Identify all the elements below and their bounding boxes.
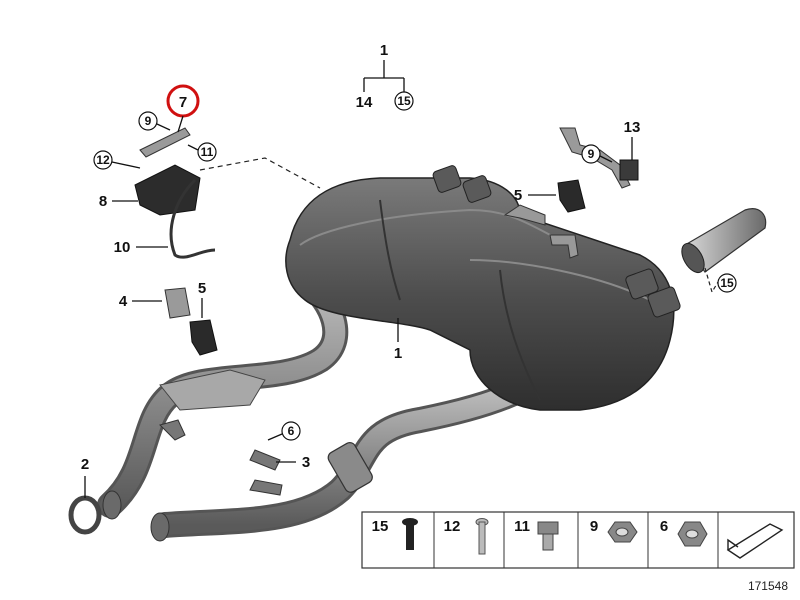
dashed-link-tip	[704, 267, 719, 294]
nut-6-icon	[677, 521, 708, 547]
callout-2: 2	[81, 456, 89, 473]
heat-shield	[159, 369, 266, 411]
bolt-11-icon	[537, 521, 559, 551]
callout-9-left: 9	[145, 114, 152, 128]
callout-7: 7	[179, 94, 187, 111]
tailpipe-tip	[681, 208, 767, 274]
dashed-link-hanger	[199, 157, 321, 189]
callout-3: 3	[302, 454, 310, 471]
legend-label-15: 15	[372, 518, 389, 535]
callout-4: 4	[119, 293, 128, 310]
callout-12-left: 12	[96, 153, 110, 167]
callout-9-left-circle	[138, 111, 158, 131]
callout-1-top: 1	[380, 42, 388, 59]
callout-10: 10	[114, 239, 131, 256]
nut-9-icon	[607, 521, 638, 543]
callout-8: 8	[99, 193, 107, 210]
pipe-hanger-left	[159, 419, 186, 441]
pipe-end-left	[102, 490, 122, 520]
bolt-12-icon	[475, 518, 489, 555]
legend-label-9: 9	[590, 518, 598, 535]
document-number: 171548	[748, 579, 788, 593]
callout-15-top: 15	[397, 94, 411, 108]
callout-12-left-circle	[93, 150, 113, 170]
hanger-mount-part-8	[134, 164, 201, 216]
muffler-bracket-lower	[549, 234, 579, 259]
ground-strap-part-10	[169, 178, 216, 259]
callout-15-right: 15	[720, 276, 734, 290]
callout-11-left: 11	[201, 145, 214, 159]
flex-joint	[327, 442, 373, 493]
callout-15-top-circle	[394, 91, 414, 111]
strap-part-7	[139, 127, 191, 158]
callout-5-right: 5	[514, 187, 522, 204]
rubber-mount-right	[557, 179, 586, 213]
fastener-legend: 15 12 11 9 6	[361, 511, 795, 569]
leader-9-left	[156, 123, 171, 131]
callout-14: 14	[356, 94, 373, 111]
clamp	[68, 495, 102, 535]
bracket-4	[164, 287, 191, 319]
callout-11-left-circle	[197, 142, 217, 162]
exhaust-outlets-upper	[432, 165, 492, 203]
pipe-hanger-6	[249, 479, 283, 496]
pipe-hanger-3	[249, 449, 281, 471]
bolt-15-icon	[402, 518, 418, 550]
callout-9-right: 9	[588, 147, 595, 161]
callout-6: 6	[288, 424, 295, 438]
callout-6-circle	[281, 421, 301, 441]
callout-5-left: 5	[198, 280, 206, 297]
leader-12-left	[111, 161, 141, 169]
leader-6	[267, 433, 283, 441]
rear-muffler	[285, 177, 675, 411]
leader-11-left	[187, 144, 199, 151]
arrow-symbol-icon	[726, 523, 784, 559]
legend-label-6: 6	[660, 518, 668, 535]
pipe-end-right	[150, 512, 170, 542]
leader-1-top	[363, 60, 405, 92]
callout-13: 13	[624, 119, 641, 136]
leader-9-right	[599, 155, 613, 163]
legend-label-11: 11	[514, 518, 530, 535]
callout-1-mid: 1	[394, 345, 402, 362]
callout-15-right-circle	[717, 273, 737, 293]
legend-label-12: 12	[444, 518, 461, 535]
rubber-mount-left	[189, 319, 218, 356]
callout-9-right-circle	[581, 144, 601, 164]
exhaust-outlets-lower	[625, 268, 681, 318]
leader-7	[177, 115, 184, 133]
front-pipe-right	[152, 377, 533, 538]
bracket-block-13	[619, 159, 639, 181]
muffler-bracket-upper	[503, 204, 546, 226]
